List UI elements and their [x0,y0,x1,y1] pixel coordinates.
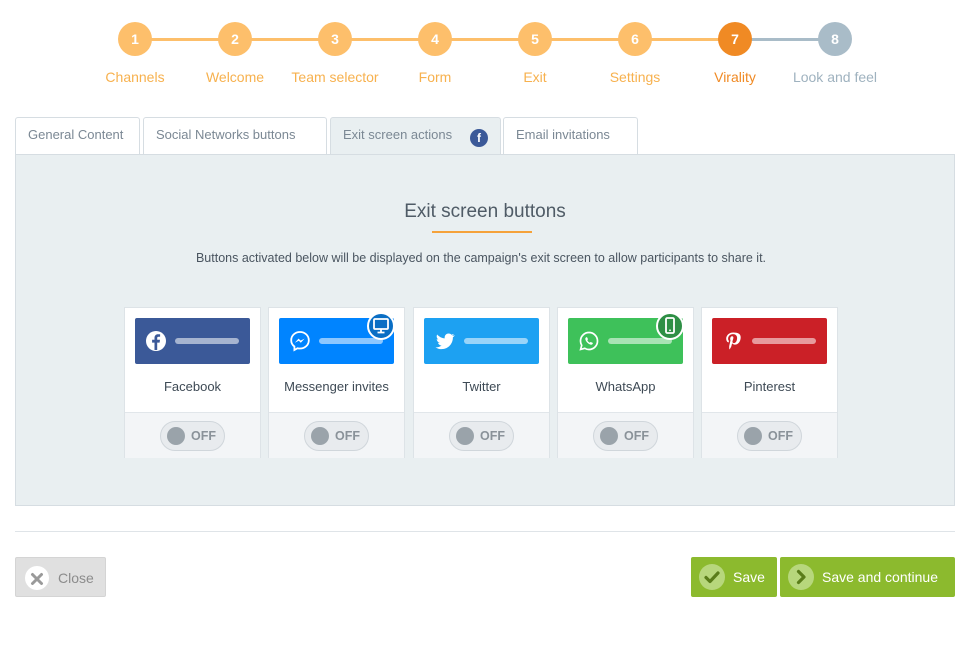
step-number: 7 [718,22,752,56]
card-footer: OFF [125,412,260,458]
toggle-state: OFF [335,429,360,443]
step-number: 8 [818,22,852,56]
network-name: Twitter [462,379,501,394]
tab-general-content[interactable]: General Content [15,117,140,154]
toggle-state: OFF [480,429,505,443]
step-label: Channels [105,69,165,85]
step-virality[interactable]: 7 Virality [675,22,795,85]
panel-description: Buttons activated below will be displaye… [195,251,767,265]
stepper-line-upcoming [735,38,835,41]
progress-stepper: 1 Channels 2 Welcome 3 Team selector 4 F… [0,0,968,90]
close-icon [25,566,49,590]
toggle-knob [167,427,185,445]
step-number: 6 [618,22,652,56]
step-number: 5 [518,22,552,56]
label-placeholder-bar [464,338,528,344]
facebook-toggle[interactable]: OFF [160,421,225,451]
step-channels[interactable]: 1 Channels [75,22,195,85]
panel-title: Exit screen buttons [404,201,566,222]
twitter-icon [435,333,455,350]
step-number: 3 [318,22,352,56]
close-button[interactable]: Close [15,557,106,597]
tab-label: Email invitations [516,127,610,142]
card-footer: OFF [702,412,837,458]
toggle-knob [311,427,329,445]
network-card-twitter: Twitter OFF [413,307,550,458]
tab-label: Exit screen actions [343,127,453,142]
step-label: Team selector [291,69,379,85]
pinterest-icon [726,332,741,350]
facebook-icon [146,331,166,351]
network-card-facebook: Facebook OFF [124,307,261,458]
toggle-state: OFF [624,429,649,443]
step-number: 2 [218,22,252,56]
step-welcome[interactable]: 2 Welcome [175,22,295,85]
step-label: Form [418,69,452,85]
tab-label: Social Networks buttons [156,127,296,142]
label-placeholder-bar [319,338,383,344]
network-card-pinterest: Pinterest OFF [701,307,838,458]
step-label: Exit [523,69,547,85]
step-label: Virality [714,69,756,85]
step-settings[interactable]: 6 Settings [575,22,695,85]
label-placeholder-bar [608,338,672,344]
desktop-icon [367,312,395,340]
step-label: Welcome [205,69,265,85]
card-footer: OFF [558,412,693,458]
chevron-right-icon [788,564,814,590]
card-footer: OFF [414,412,549,458]
toggle-knob [600,427,618,445]
facebook-button-preview [135,318,250,364]
twitter-button-preview [424,318,539,364]
exit-screen-panel: Exit screen buttons Buttons activated be… [15,154,955,506]
facebook-icon: f [470,129,488,147]
step-exit[interactable]: 5 Exit [475,22,595,85]
label-placeholder-bar [752,338,816,344]
pinterest-button-preview [712,318,827,364]
save-and-continue-label: Save and continue [822,569,938,585]
whatsapp-toggle[interactable]: OFF [593,421,658,451]
step-form[interactable]: 4 Form [375,22,495,85]
network-name: Pinterest [743,379,796,394]
messenger-toggle[interactable]: OFF [304,421,369,451]
step-label: Look and feel [792,69,878,85]
tab-label: General Content [28,127,124,142]
messenger-icon [290,331,310,352]
toggle-knob [456,427,474,445]
tab-exit-screen-actions[interactable]: Exit screen actions f [330,117,501,155]
toggle-state: OFF [191,429,216,443]
pinterest-toggle[interactable]: OFF [737,421,802,451]
label-placeholder-bar [175,338,239,344]
close-label: Close [58,570,94,586]
step-label: Settings [609,69,661,85]
save-button[interactable]: Save [691,557,777,597]
tab-social-networks-buttons[interactable]: Social Networks buttons [143,117,327,154]
twitter-toggle[interactable]: OFF [449,421,514,451]
step-number: 1 [118,22,152,56]
step-team-selector[interactable]: 3 Team selector [275,22,395,85]
network-card-whatsapp: WhatsApp OFF [557,307,694,458]
card-footer: OFF [269,412,404,458]
mobile-icon [656,312,684,340]
tab-email-invitations[interactable]: Email invitations [503,117,638,154]
save-label: Save [733,569,765,585]
checkmark-icon [699,564,725,590]
network-name: Messenger invites [284,379,389,394]
network-name: WhatsApp [595,379,656,394]
toggle-knob [744,427,762,445]
save-and-continue-button[interactable]: Save and continue [780,557,955,597]
toggle-state: OFF [768,429,793,443]
title-underline [432,231,532,233]
footer-divider [15,531,955,532]
whatsapp-icon [579,331,599,351]
step-look-and-feel[interactable]: 8 Look and feel [775,22,895,85]
step-number: 4 [418,22,452,56]
network-card-messenger: Messenger invites OFF [268,307,405,458]
network-name: Facebook [163,379,222,394]
